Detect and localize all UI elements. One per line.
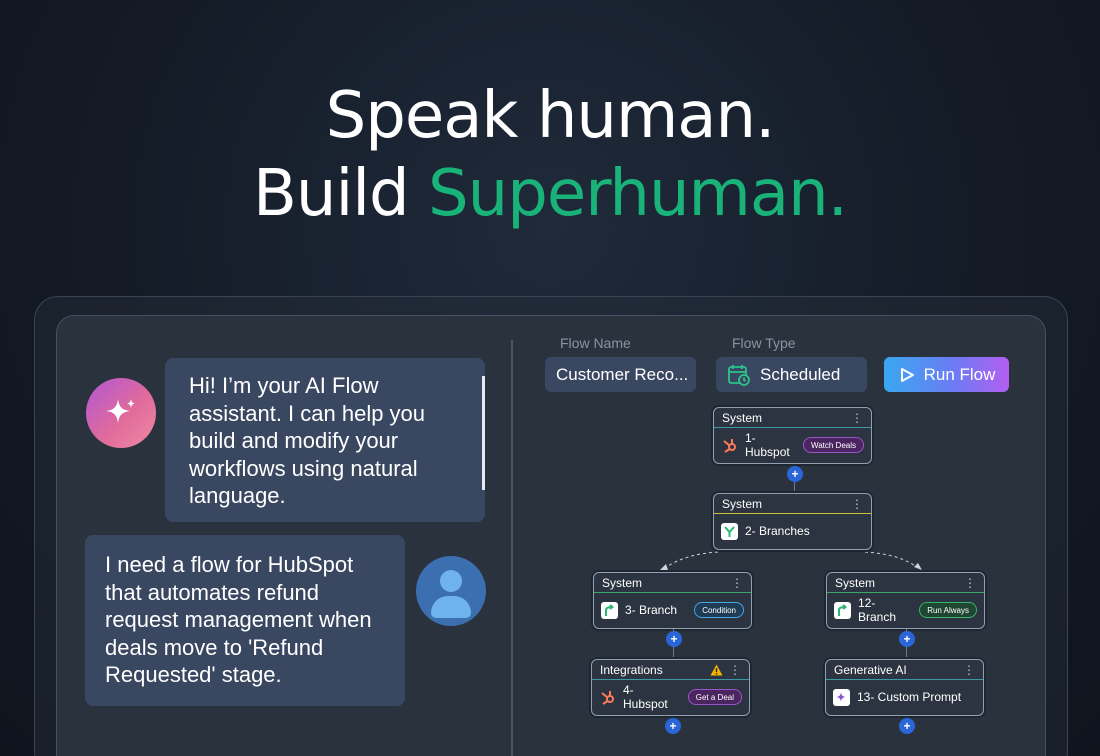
node-header: Generative AI ⋮ [826,660,983,680]
node-category: Integrations [600,662,663,677]
run-flow-button[interactable]: Run Flow [884,357,1009,392]
add-step-button[interactable]: + [899,718,915,734]
node-category: System [722,496,763,511]
sparkle-icon [106,399,135,423]
warning-icon [710,664,723,675]
node-body: 13- Custom Prompt [826,680,983,714]
hubspot-icon [599,689,616,706]
node-body: 2- Branches [714,514,871,548]
more-options-icon[interactable]: ⋮ [729,662,741,677]
hubspot-icon [721,437,738,454]
flow-type-label: Flow Type [732,335,796,351]
text-cursor [482,376,485,490]
node-body: 12- Branch Run Always [827,593,984,627]
node-category: Generative AI [834,662,907,677]
node-title: 3- Branch [625,603,678,617]
hero-headline: Speak human. Build Superhuman. [0,78,1100,234]
branch-icon [601,601,618,619]
node-header: System ⋮ [714,494,871,514]
calendar-clock-icon [728,364,750,386]
ai-message-text: Hi! I’m your AI Flow assistant. I can he… [189,373,426,508]
flow-node-2-branches[interactable]: System ⋮ 2- Branches [713,493,872,550]
node-category: System [835,575,876,590]
user-message-bubble: I need a flow for HubSpot that automates… [85,535,405,706]
node-header: System ⋮ [827,573,984,593]
more-options-icon[interactable]: ⋮ [963,662,975,677]
play-icon [900,367,914,382]
ai-message-bubble: Hi! I’m your AI Flow assistant. I can he… [165,358,485,522]
flow-node-12-branch[interactable]: System ⋮ 12- Branch Run Always [826,572,985,629]
branch-connectors [660,551,922,570]
add-step-button[interactable]: + [666,631,682,647]
ai-sparkle-icon [833,688,850,706]
node-header: Integrations ⋮ [592,660,749,680]
panel-divider [511,340,513,756]
hero-line-2: Build Superhuman. [0,154,1100,234]
ai-assistant-avatar [86,378,156,448]
more-options-icon[interactable]: ⋮ [964,575,976,590]
flow-node-1-hubspot[interactable]: System ⋮ 1- Hubspot Watch Deals [713,407,872,464]
node-tag: Get a Deal [687,689,742,705]
more-options-icon[interactable]: ⋮ [851,496,863,511]
hero-line-2-prefix: Build [253,157,429,231]
flow-name-field[interactable]: Customer Reco... [545,357,696,392]
more-options-icon[interactable]: ⋮ [851,410,863,425]
branches-icon [721,522,738,540]
node-category: System [722,410,763,425]
node-body: 4- Hubspot Get a Deal [592,680,749,714]
flow-type-select[interactable]: Scheduled [716,357,867,392]
flow-node-4-hubspot[interactable]: Integrations ⋮ 4- Hubspot Get a Deal [591,659,750,716]
node-title: 4- Hubspot [623,683,668,711]
flow-type-value: Scheduled [760,364,841,384]
node-title: 2- Branches [745,524,810,538]
node-body: 1- Hubspot Watch Deals [714,428,871,462]
node-title: 12- Branch [858,596,897,624]
flow-node-13-custom-prompt[interactable]: Generative AI ⋮ 13- Custom Prompt [825,659,984,716]
add-step-button[interactable]: + [665,718,681,734]
user-avatar [416,556,486,626]
node-tag: Run Always [919,602,977,618]
node-tag: Watch Deals [802,437,864,453]
node-category: System [602,575,643,590]
node-title: 1- Hubspot [745,431,790,459]
add-step-button[interactable]: + [899,631,915,647]
branch-icon [834,601,851,619]
node-header: System ⋮ [594,573,751,593]
hero-highlight: Superhuman. [428,157,848,231]
add-step-button[interactable]: + [787,466,803,482]
node-title: 13- Custom Prompt [857,690,962,704]
run-flow-label: Run Flow [923,364,996,384]
user-icon-body [431,596,471,618]
node-tag: Condition [694,602,744,618]
hero-line-1: Speak human. [325,79,776,153]
flow-name-label: Flow Name [560,335,631,351]
more-options-icon[interactable]: ⋮ [731,575,743,590]
flow-name-value: Customer Reco... [556,364,689,384]
node-header: System ⋮ [714,408,871,428]
node-body: 3- Branch Condition [594,593,751,627]
node-header-actions: ⋮ [710,663,741,677]
user-icon-head [440,570,462,592]
flow-node-3-branch[interactable]: System ⋮ 3- Branch Condition [593,572,752,629]
user-message-text: I need a flow for HubSpot that automates… [105,552,372,687]
